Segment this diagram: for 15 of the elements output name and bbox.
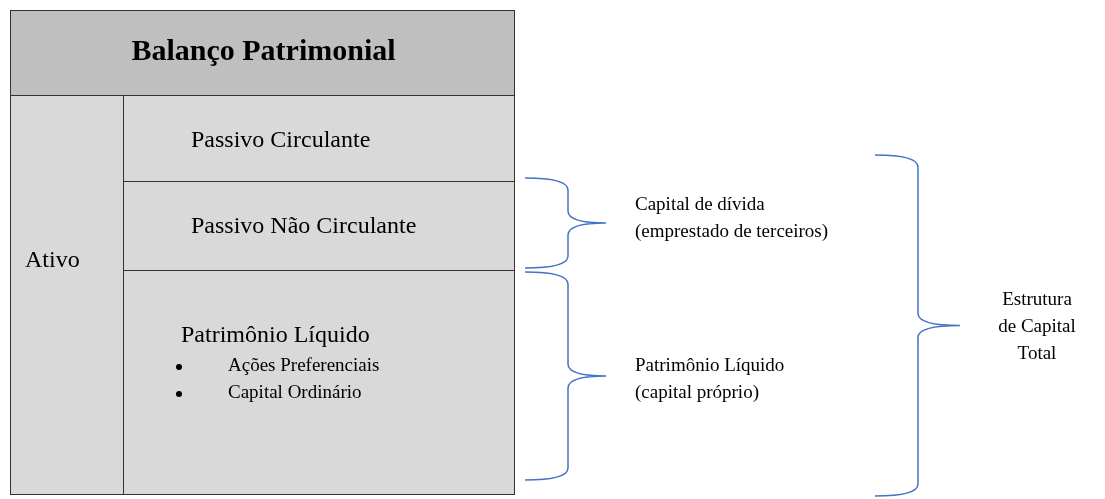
- brace-label: Estrutura de Capital Total: [997, 287, 1077, 365]
- cell-text: Passivo Não Circulante: [191, 212, 417, 239]
- table-title: Balanço Patrimonial: [130, 33, 397, 67]
- bullet-item: Capital Ordinário: [228, 381, 362, 403]
- table-cell: [123, 181, 515, 271]
- bullet-item: Ações Preferenciais: [228, 354, 380, 376]
- header-cell: [10, 10, 515, 96]
- brace-label: Capital de dívida (emprestado de terceiros): [635, 192, 830, 243]
- cell-text: Patrimônio Líquido: [181, 321, 370, 348]
- table-cell: [123, 95, 515, 182]
- brace-label: Patrimônio Líquido (capital próprio): [635, 353, 786, 404]
- cell-text: Passivo Circulante: [191, 126, 371, 153]
- cell-text: Ativo: [25, 246, 80, 273]
- table-cell: [10, 95, 124, 495]
- table-cell: [123, 270, 515, 495]
